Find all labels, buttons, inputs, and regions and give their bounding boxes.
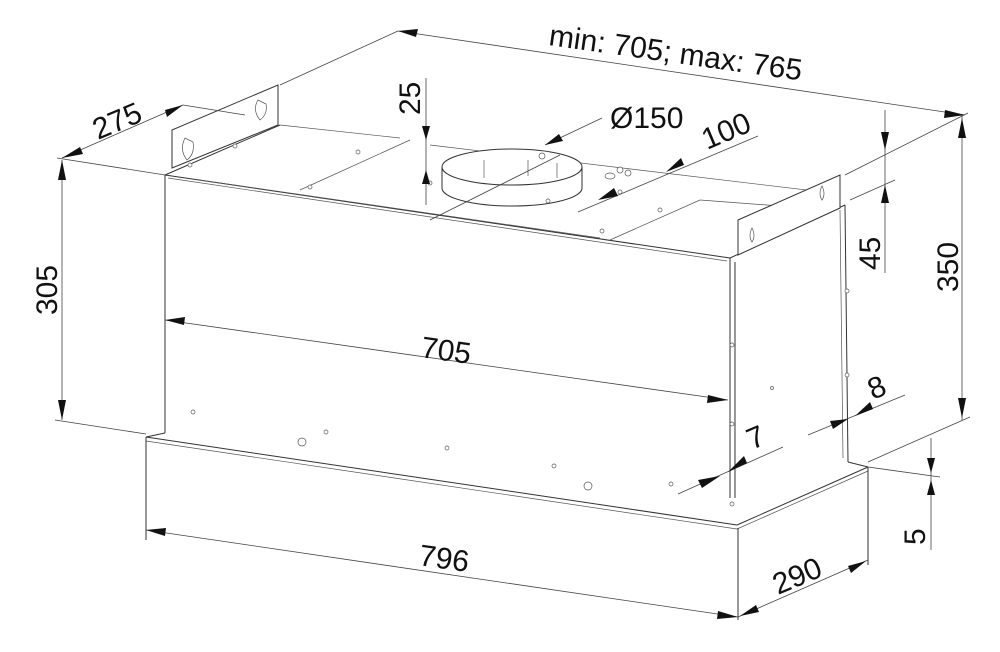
label-body-width: 705 <box>419 331 473 371</box>
dimension-lines <box>54 29 971 619</box>
label-side-gap-right: 8 <box>863 370 891 407</box>
hood-body <box>164 84 850 507</box>
label-duct-offset: 100 <box>697 107 756 157</box>
label-top-step: 25 <box>394 82 427 115</box>
label-top-length: min: 705; max: 765 <box>547 19 804 87</box>
label-side-gap-left: 7 <box>742 420 770 457</box>
label-body-height: 305 <box>31 265 64 315</box>
label-top-depth: 275 <box>88 97 147 147</box>
label-overall-height: 350 <box>932 242 965 292</box>
label-panel-thickness: 5 <box>899 528 932 545</box>
label-bracket-height: 45 <box>854 237 887 270</box>
label-panel-width: 796 <box>417 539 471 579</box>
label-duct-diameter: Ø150 <box>610 102 683 135</box>
bottom-panel <box>145 432 869 620</box>
label-panel-depth: 290 <box>768 552 827 602</box>
dimension-labels: min: 705; max: 765 275 Ø150 100 25 45 35… <box>31 19 965 601</box>
